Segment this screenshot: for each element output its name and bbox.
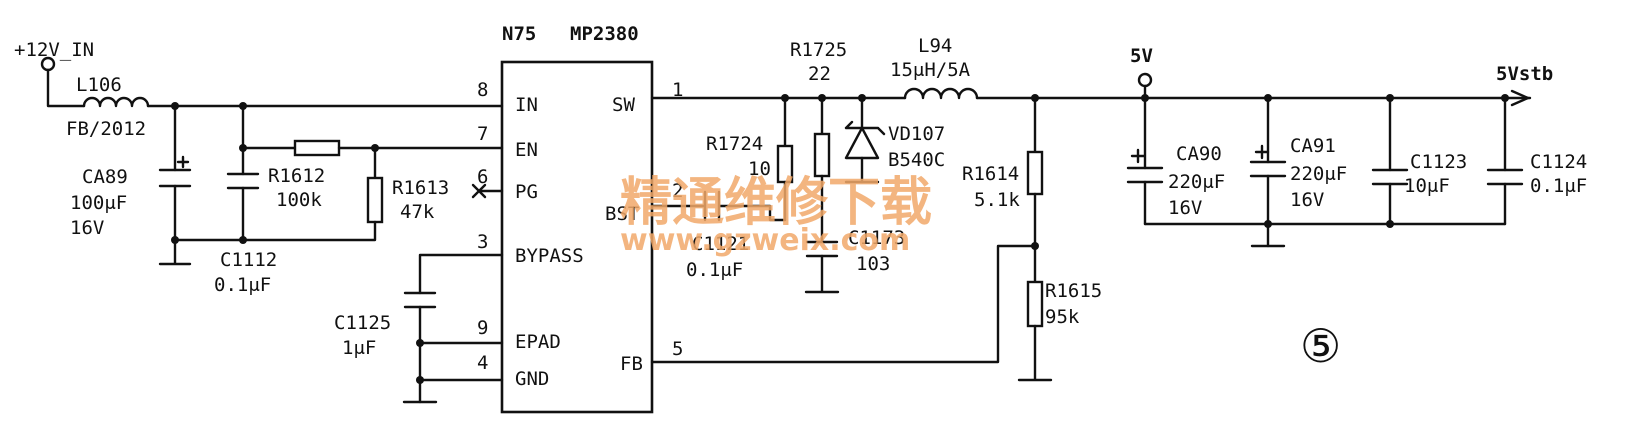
c1124-capacitor: [1486, 168, 1524, 186]
r1613-ref: R1613: [392, 177, 449, 199]
pin-gnd-num: 4: [477, 352, 488, 374]
r1614-ref: R1614: [962, 163, 1019, 185]
c1112-capacitor: [226, 172, 260, 190]
r1612-value: 100k: [276, 189, 322, 211]
r1614-value: 5.1k: [974, 189, 1020, 211]
ca90-voltage: 16V: [1168, 197, 1202, 219]
r1615-value: 95k: [1045, 306, 1080, 328]
v5-terminal: [1137, 72, 1153, 88]
ca90-capacitor: [1126, 166, 1164, 184]
c1121-ref: C1121: [692, 233, 749, 255]
l106-ref: L106: [76, 74, 122, 96]
l106-value: FB/2012: [66, 118, 146, 140]
l106-inductor: [82, 96, 150, 108]
ic-part: MP2380: [570, 23, 639, 45]
c1125-capacitor: [403, 291, 437, 309]
ic-body: [500, 60, 654, 414]
ca91-capacitor: [1249, 160, 1287, 178]
r1725-resistor: [813, 132, 831, 178]
l94-inductor: [903, 87, 979, 100]
ca89-ref: CA89: [82, 166, 128, 188]
pin-in-num: 8: [477, 79, 488, 101]
circle-label: ⑤: [1300, 319, 1341, 373]
pin-bypass-num: 3: [477, 231, 488, 253]
pin-en-name: EN: [515, 139, 538, 161]
c1124-value: 0.1μF: [1530, 175, 1587, 197]
output-arrow: [1510, 89, 1530, 107]
c1112-ref: C1112: [220, 249, 277, 271]
ic-ref: N75: [502, 23, 536, 45]
ground-symbol-1: [158, 238, 192, 266]
watermark-url: www.gzweix.com: [620, 223, 910, 258]
pin-fb-name: FB: [620, 353, 643, 375]
vin-label: +12V_IN: [14, 39, 94, 61]
ca89-voltage: 16V: [70, 217, 104, 239]
pg-nc-mark: [471, 183, 487, 199]
vd107-ref: VD107: [888, 123, 945, 145]
ca90-value: 220μF: [1168, 171, 1225, 193]
pin-bypass-name: BYPASS: [515, 245, 584, 267]
r1613-resistor: [366, 176, 384, 224]
r1724-ref: R1724: [706, 133, 763, 155]
r1615-ref: R1615: [1045, 280, 1102, 302]
pin-sw-name: SW: [612, 94, 635, 116]
r1725-value: 22: [808, 63, 831, 85]
v5-label: 5V: [1130, 45, 1153, 67]
pin-en-num: 7: [477, 123, 488, 145]
pin-gnd-name: GND: [515, 368, 549, 390]
c1124-ref: C1124: [1530, 151, 1587, 173]
ca89-capacitor: [158, 168, 192, 188]
pin-bst-name: BST: [605, 203, 639, 225]
pin-epad-num: 9: [477, 317, 488, 339]
pin-bst-num: 2: [672, 180, 683, 202]
r1612-resistor: [293, 139, 341, 157]
pin-in-name: IN: [515, 94, 538, 116]
c1123-ref: C1123: [1410, 151, 1467, 173]
pin-sw-num: 1: [672, 79, 683, 101]
watermark-cn: 精通维修下载: [620, 173, 932, 233]
l94-value: 15μH/5A: [890, 59, 971, 81]
vd107-diode: [844, 120, 886, 160]
c1125-ref: C1125: [334, 312, 391, 334]
l94-ref: L94: [918, 35, 952, 57]
c1123-value: 10μF: [1404, 175, 1450, 197]
v5stb-label: 5Vstb: [1496, 63, 1553, 85]
vd107-value: B540C: [888, 149, 945, 171]
r1613-value: 47k: [400, 201, 435, 223]
c1125-value: 1μF: [342, 337, 376, 359]
pin-pg-name: PG: [515, 181, 538, 203]
ca90-ref: CA90: [1176, 143, 1222, 165]
c1173-ref: C1173: [848, 227, 905, 249]
r1615-resistor: [1026, 280, 1044, 328]
pin-fb-num: 5: [672, 338, 683, 360]
r1612-ref: R1612: [268, 165, 325, 187]
c1121-value: 0.1μF: [686, 259, 743, 281]
ca91-ref: CA91: [1290, 135, 1336, 157]
r1614-resistor: [1026, 150, 1044, 196]
r1724-value: 10: [748, 158, 771, 180]
c1173-value: 103: [856, 253, 890, 275]
ca91-value: 220μF: [1290, 163, 1347, 185]
c1123-capacitor: [1371, 168, 1409, 186]
c1112-value: 0.1μF: [214, 274, 271, 296]
r1725-ref: R1725: [790, 39, 847, 61]
ca89-value: 100μF: [70, 192, 127, 214]
pin-pg-num: 6: [477, 166, 488, 188]
pin-epad-name: EPAD: [515, 331, 561, 353]
ca91-voltage: 16V: [1290, 189, 1324, 211]
